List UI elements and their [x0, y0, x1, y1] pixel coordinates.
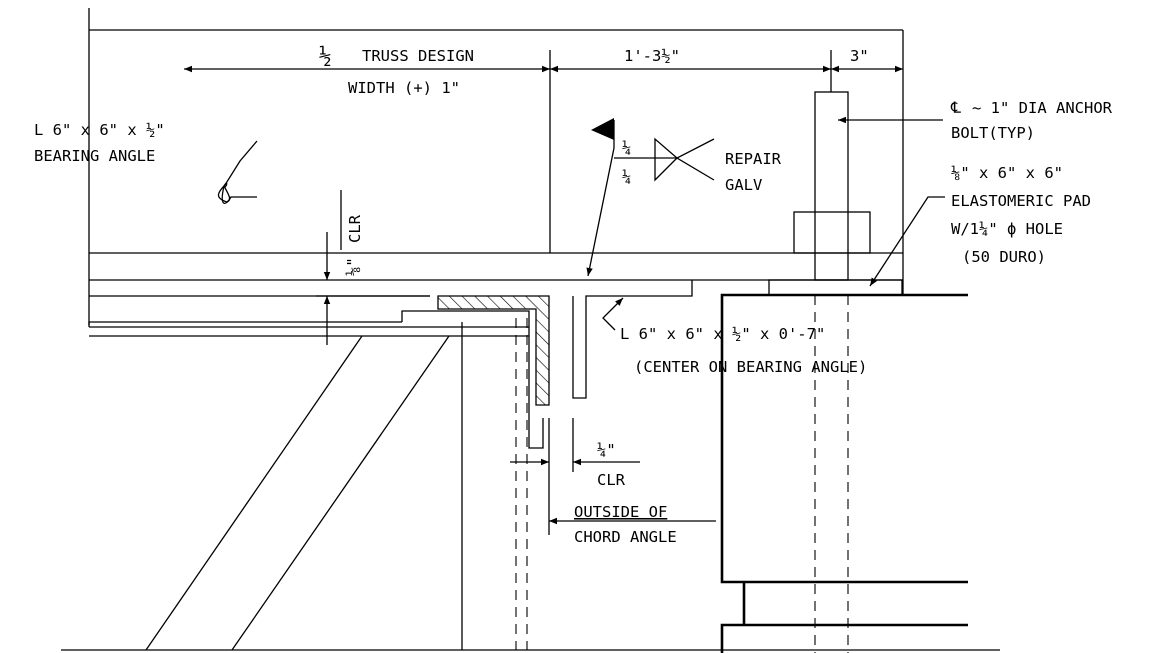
dimension-lines	[184, 50, 903, 535]
bearing-angle-name: BEARING ANGLE	[34, 147, 155, 165]
half-truss-label: TRUSS DESIGN	[362, 47, 474, 65]
three-inch-dimension: 3"	[850, 47, 869, 65]
dimension-text: ½ TRUSS DESIGN WIDTH (+) 1" 1'-3½" 3" ⅛"…	[319, 44, 869, 489]
center-dimension: 1'-3½"	[624, 47, 680, 65]
callout-text: L 6" x 6" x ½" BEARING ANGLE ℄ ~ 1" DIA …	[34, 99, 1113, 546]
outside-chord-1: OUTSIDE OF	[574, 503, 667, 521]
quarter-clr-label: CLR	[597, 471, 626, 489]
clip-angle-note: (CENTER ON BEARING ANGLE)	[634, 358, 867, 376]
centerline-symbol: ℄	[950, 99, 962, 117]
weld-note-repair: REPAIR	[725, 150, 782, 168]
chord-angle-section	[437, 295, 550, 406]
bearing-angle-size: L 6" x 6" x ½"	[34, 121, 165, 139]
anchor-bolt-typ: BOLT(TYP)	[951, 124, 1035, 142]
anchor-bolt-label: ~ 1" DIA ANCHOR	[972, 99, 1113, 117]
quarter-clr-fraction: ¼"	[597, 441, 616, 459]
outside-chord-2: CHORD ANGLE	[574, 528, 677, 546]
pad-hole: W/1¼" ϕ HOLE	[951, 220, 1063, 238]
pad-size: ⅛" x 6" x 6"	[951, 164, 1063, 182]
leaders	[217, 116, 945, 525]
width-plus-label: WIDTH (+) 1"	[348, 79, 460, 97]
pad-duro: (50 DURO)	[962, 248, 1046, 266]
clip-angle-size: L 6" x 6" x ½" x 0'-7"	[620, 325, 825, 343]
field-weld-flag-icon	[591, 118, 614, 140]
structure	[61, 8, 1000, 653]
weld-size-bottom: ¼	[622, 168, 631, 186]
eighth-clr-label: CLR	[346, 214, 364, 243]
half-fraction: ½	[319, 44, 332, 68]
eighth-clr-fraction: ⅛"	[344, 257, 362, 276]
weld-size-top: ¼	[622, 139, 631, 157]
weld-note-galv: GALV	[725, 176, 762, 194]
pad-type: ELASTOMERIC PAD	[951, 192, 1091, 210]
